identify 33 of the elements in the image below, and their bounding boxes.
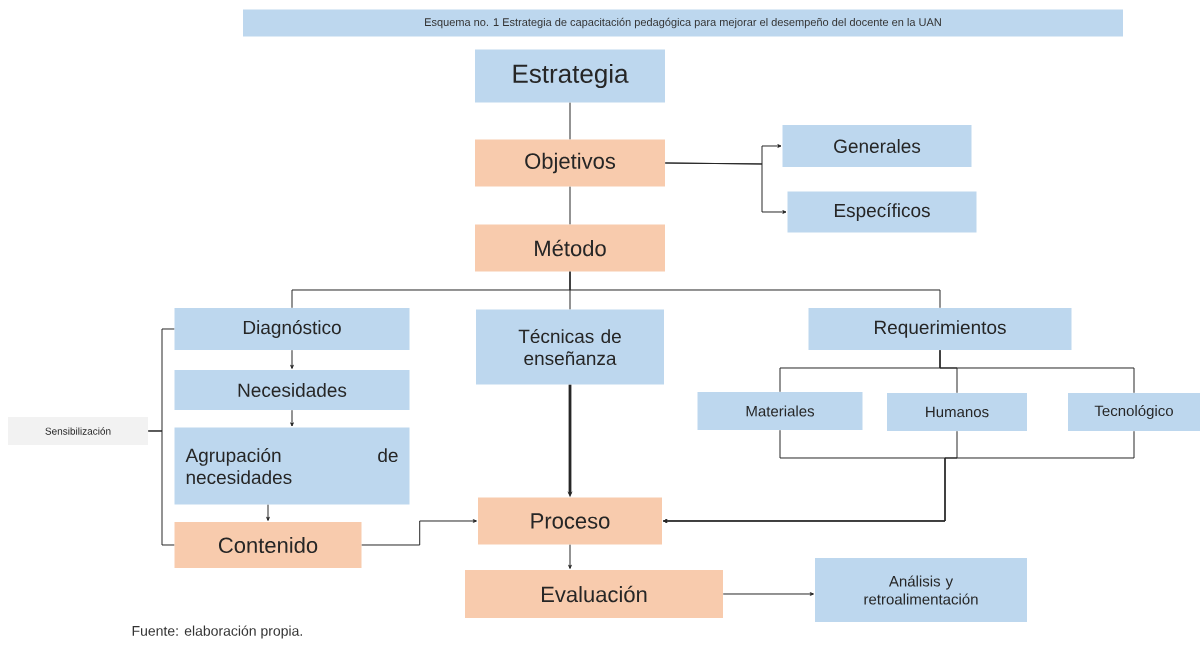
connector xyxy=(569,271,941,309)
concept-box: Tecnológico xyxy=(1068,393,1200,431)
concept-box: Materiales xyxy=(697,392,863,430)
side-label: Sensibilización xyxy=(8,417,148,445)
concept-box: Evaluación xyxy=(465,570,723,618)
connector xyxy=(568,544,572,569)
connector xyxy=(290,409,294,427)
concept-box: Agrupación de necesidades xyxy=(174,427,410,505)
connector xyxy=(663,430,1135,523)
connector xyxy=(290,349,294,369)
title-banner: Esquema no. 1 Estrategia de capacitación pedagógica para mejorar el desempeño del docente en la UAN xyxy=(243,9,1123,37)
concept-box: Generales xyxy=(782,125,972,167)
concept-box: Proceso xyxy=(478,497,662,545)
concept-box: Humanos xyxy=(887,393,1027,431)
concept-box: Diagnóstico xyxy=(174,308,410,350)
concept-box: Método xyxy=(475,224,665,272)
concept-box: Análisis y retroalimentación xyxy=(815,558,1027,622)
connector xyxy=(664,162,787,214)
concept-box: Objetivos xyxy=(475,139,665,187)
concept-box: Específicos xyxy=(787,191,977,233)
source-note: Fuente: elaboración propia. xyxy=(132,625,302,639)
connector xyxy=(939,349,1135,394)
concept-box: Contenido xyxy=(174,522,362,568)
connector xyxy=(569,186,571,225)
concept-box: Requerimientos xyxy=(808,308,1072,350)
concept-box: Estrategia xyxy=(475,49,665,103)
concept-box: Necesidades xyxy=(174,370,410,410)
connector xyxy=(722,592,814,596)
connector xyxy=(266,504,270,521)
concept-box: Técnicas de enseñanza xyxy=(476,309,664,385)
connector xyxy=(147,430,175,546)
connector xyxy=(361,519,477,546)
connector xyxy=(569,102,571,140)
